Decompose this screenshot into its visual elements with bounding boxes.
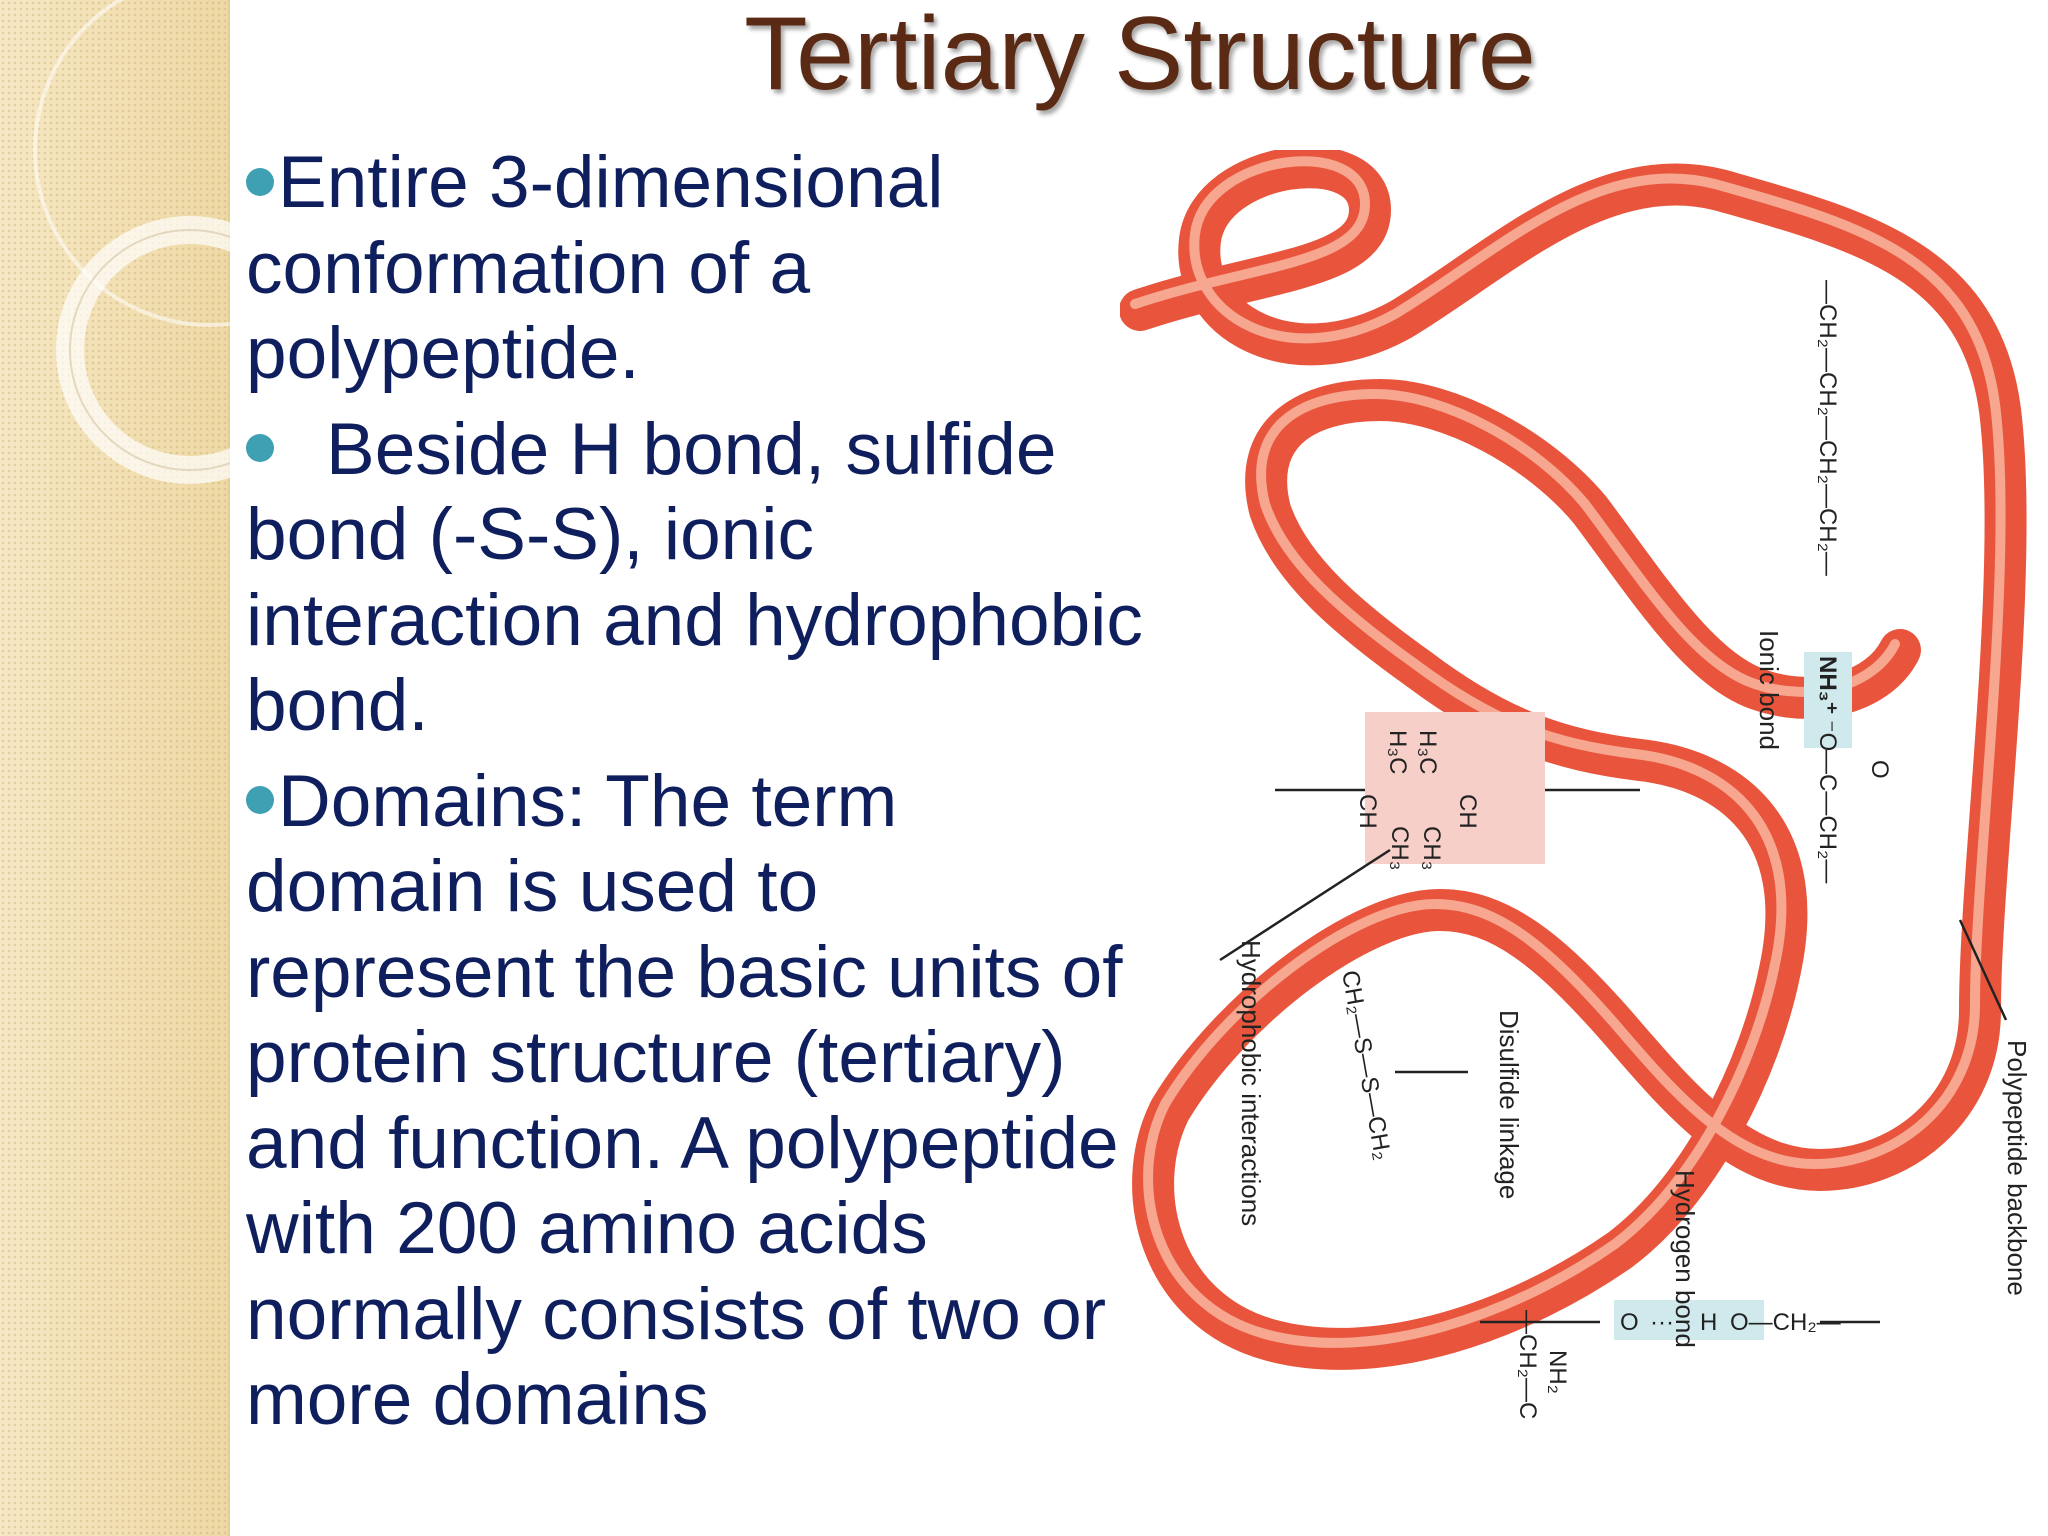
ch-text: CH bbox=[1354, 794, 1381, 829]
backbone-label: Polypeptide backbone bbox=[2002, 1040, 2032, 1296]
nh2-text: NH₂ bbox=[1544, 1350, 1571, 1394]
ionic-highlight-box bbox=[1804, 652, 1852, 748]
bullet-dot-icon bbox=[246, 167, 274, 196]
bullet-text: Entire 3-dimensional conformation of a p… bbox=[246, 142, 944, 394]
h3c-text: H₃C bbox=[1414, 730, 1441, 774]
ch-text: CH bbox=[1454, 794, 1481, 829]
o-minus-text: ⁻O bbox=[1814, 720, 1841, 751]
carbonyl-o-text: O bbox=[1866, 760, 1893, 779]
ionic-bond-label: Ionic bond bbox=[1754, 630, 1784, 750]
ionic-bond-group: —CH₂—CH₂—CH₂—CH₂— NH₃⁺ ⁻O —C—CH₂— O Ioni… bbox=[1754, 280, 1893, 883]
bullet-text: Domains: The term domain is used to repr… bbox=[246, 760, 1123, 1441]
hb-left-text: —CH₂—C bbox=[1514, 1310, 1541, 1419]
bullet-item: Entire 3-dimensional conformation of a p… bbox=[246, 140, 1146, 397]
hydrogen-bond-group: —CH₂—C O ··· H O—CH₂— NH₂ Hydrogen bond bbox=[1480, 1170, 1880, 1419]
hydrophobic-group: H₃C H₃C CH CH CH₃ CH₃ Hydrophobic intera… bbox=[1219, 712, 1640, 1226]
ring-decoration-icon bbox=[33, 0, 230, 484]
ch3-text: CH₃ bbox=[1418, 826, 1445, 870]
ch3-text: CH₃ bbox=[1386, 826, 1413, 870]
bullet-item: Beside H bond, sulfide bond (-S-S), ioni… bbox=[246, 407, 1146, 749]
backbone-group: Polypeptide backbone bbox=[1958, 919, 2032, 1296]
carboxyl-tail-text: —C—CH₂— bbox=[1814, 750, 1841, 883]
hydrophobic-label: Hydrophobic interactions bbox=[1236, 940, 1266, 1226]
slide-title: Tertiary Structure bbox=[744, 0, 1536, 112]
tertiary-structure-diagram: —CH₂—CH₂—CH₂—CH₂— NH₃⁺ ⁻O —C—CH₂— O Ioni… bbox=[1120, 150, 2032, 1419]
disulfide-label: Disulfide linkage bbox=[1494, 1010, 1524, 1199]
hb-o-text: O bbox=[1620, 1309, 1639, 1336]
disulfide-chain-text: CH₂—S—S—CH₂ bbox=[1336, 968, 1396, 1162]
nh3-text: NH₃⁺ bbox=[1814, 656, 1841, 714]
hydrogen-bond-label: Hydrogen bond bbox=[1670, 1170, 1700, 1348]
bullet-list: Entire 3-dimensional conformation of a p… bbox=[246, 140, 1146, 1453]
bullet-text: Beside H bond, sulfide bond (-S-S), ioni… bbox=[246, 408, 1143, 747]
hb-h-text: H bbox=[1700, 1309, 1717, 1336]
bullet-dot-icon bbox=[246, 786, 274, 815]
hydrogen-highlight-box bbox=[1614, 1300, 1764, 1340]
hb-right-text: O—CH₂— bbox=[1730, 1309, 1841, 1336]
sidebar-decoration bbox=[0, 0, 230, 1536]
bullet-item: Domains: The term domain is used to repr… bbox=[246, 759, 1146, 1443]
disulfide-group: CH₂—S—S—CH₂ Disulfide linkage bbox=[1336, 968, 1524, 1199]
ionic-chain-text: —CH₂—CH₂—CH₂—CH₂— bbox=[1814, 280, 1841, 576]
hb-dots-text: ··· bbox=[1650, 1309, 1674, 1336]
hydrophobic-highlight-box bbox=[1365, 712, 1545, 864]
polypeptide-strand bbox=[1120, 150, 2027, 1370]
bullet-dot-icon bbox=[246, 434, 274, 463]
h3c-text: H₃C bbox=[1384, 730, 1411, 774]
